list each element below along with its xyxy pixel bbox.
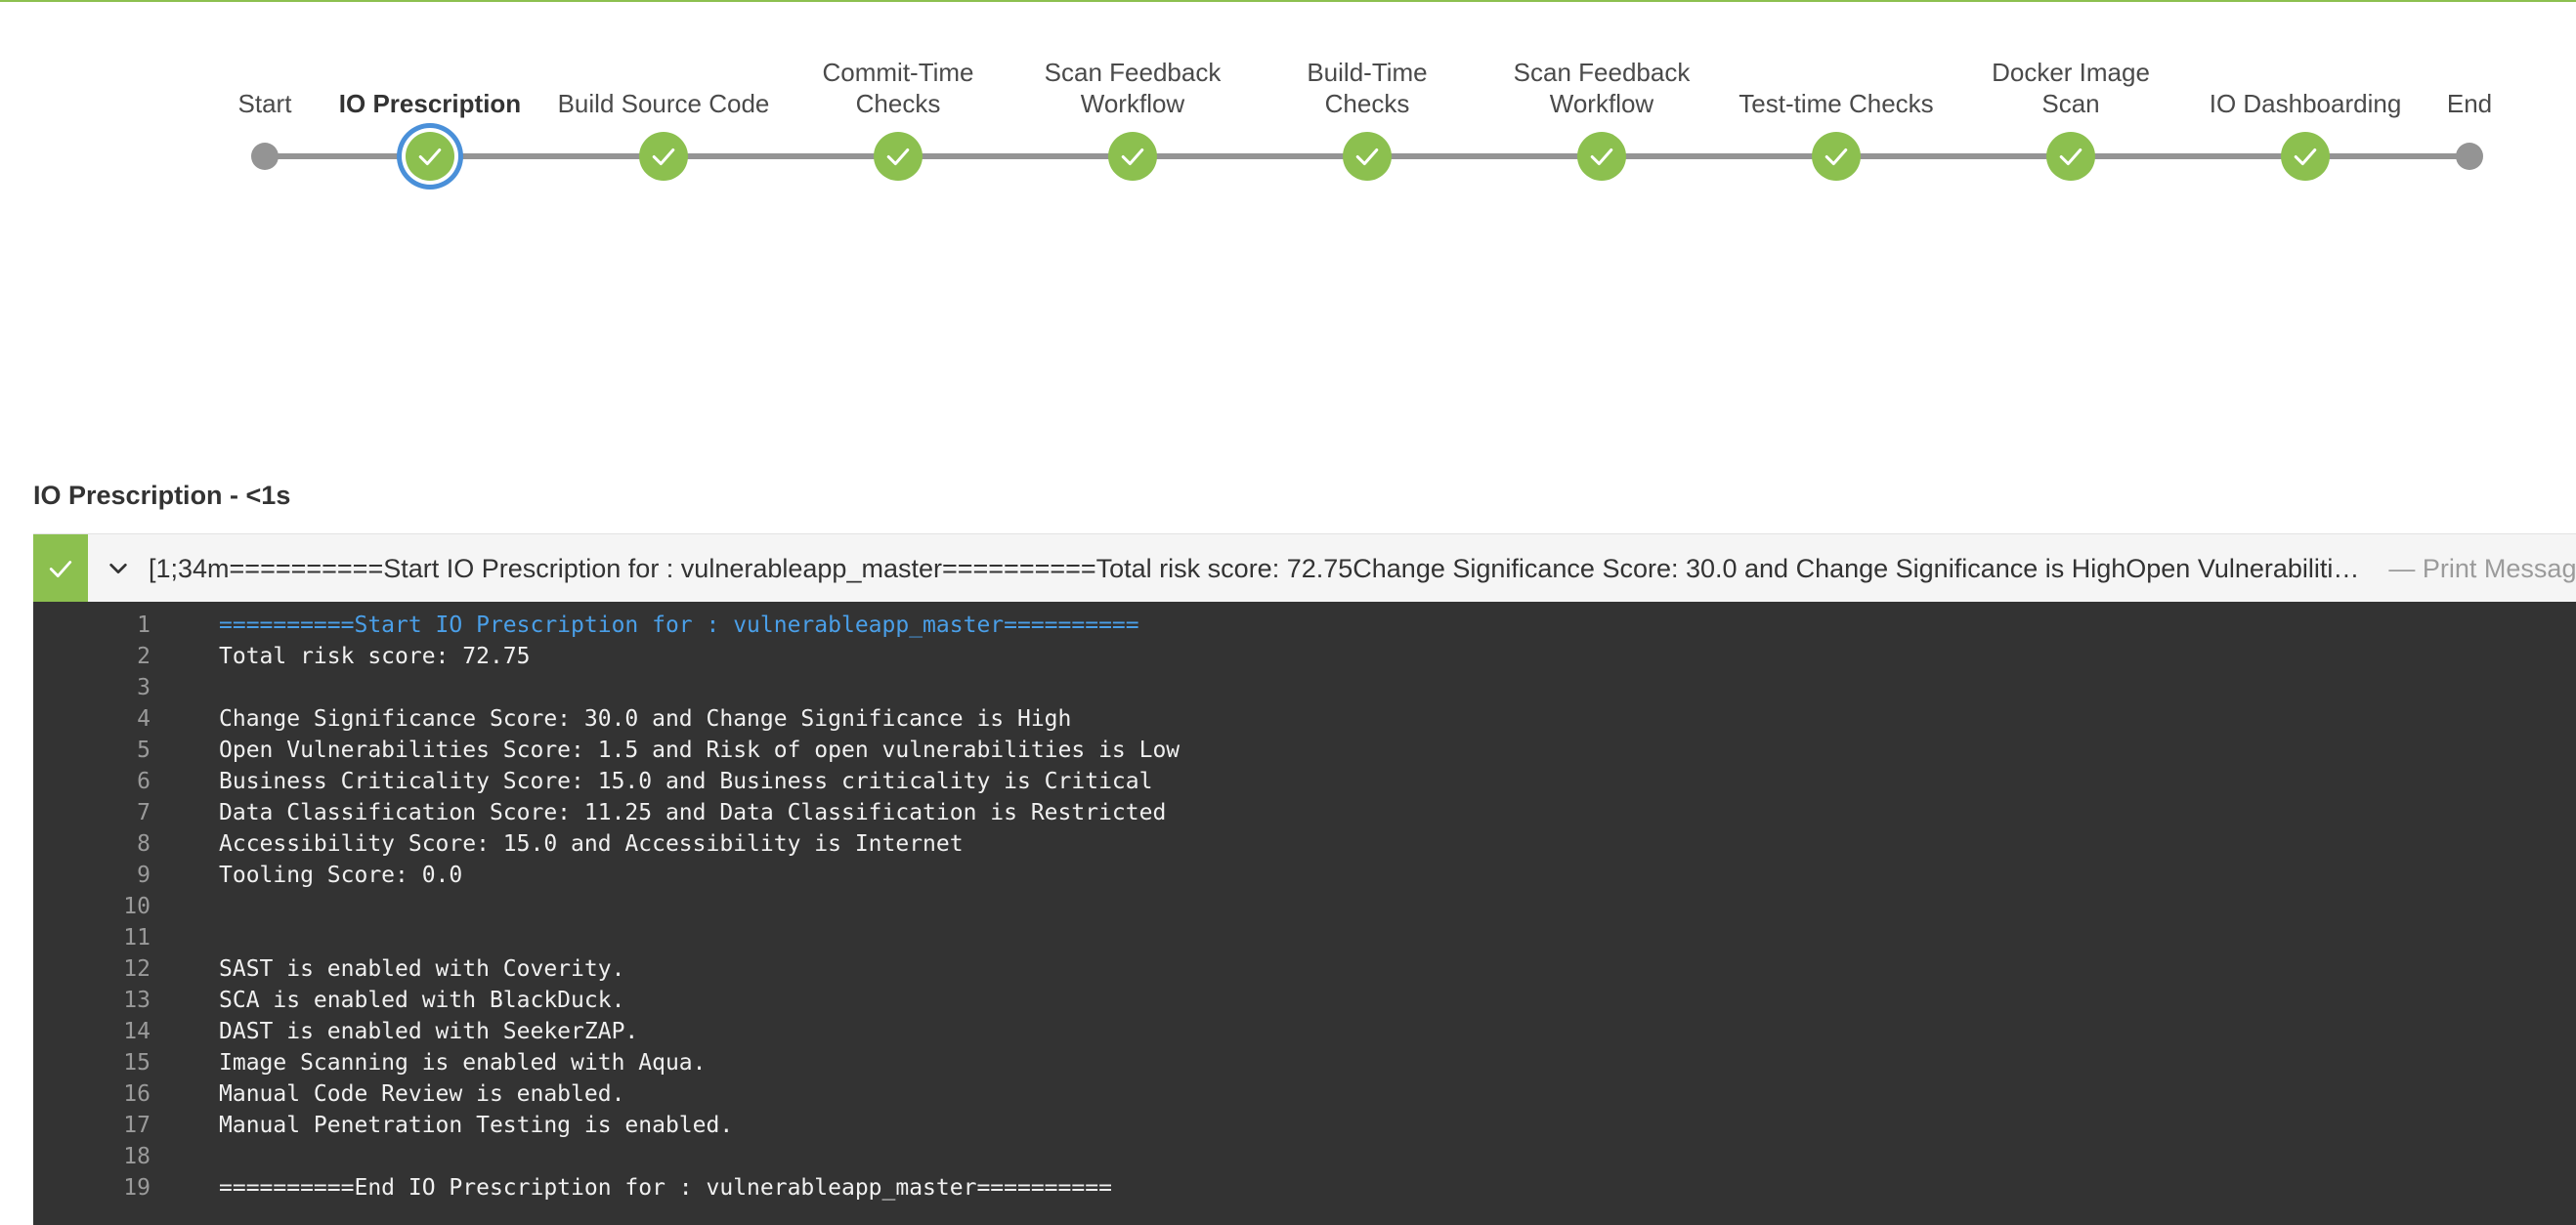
console-line: 17 Manual Penetration Testing is enabled. <box>33 1110 2576 1141</box>
step-log-row[interactable]: [1;34m==========Start IO Prescription fo… <box>33 533 2576 604</box>
step-section-title: IO Prescription - <1s <box>33 481 291 510</box>
console-line: 11 <box>33 922 2576 953</box>
line-number[interactable]: 14 <box>123 1019 150 1044</box>
check-icon <box>1355 148 1379 166</box>
console-line: 10 <box>33 891 2576 922</box>
line-number[interactable]: 17 <box>123 1113 150 1138</box>
console-line: 16 Manual Code Review is enabled. <box>33 1078 2576 1110</box>
stage-success-node[interactable] <box>406 132 454 181</box>
line-number[interactable]: 12 <box>123 956 150 982</box>
console-line: 8 Accessibility Score: 15.0 and Accessibi… <box>33 828 2576 860</box>
check-icon <box>1121 148 1144 166</box>
line-number[interactable]: 3 <box>137 675 150 700</box>
stage-label: IO Prescription <box>338 89 522 118</box>
line-number[interactable]: 13 <box>123 988 150 1013</box>
stage-label: Build Source Code <box>557 89 770 118</box>
line-number[interactable]: 4 <box>137 706 150 732</box>
line-text <box>150 922 219 953</box>
console-line: 14 DAST is enabled with SeekerZAP. <box>33 1016 2576 1047</box>
line-text <box>150 891 219 922</box>
line-number[interactable]: 1 <box>137 612 150 638</box>
stage-success-node[interactable] <box>2046 132 2095 181</box>
check-icon <box>418 148 442 166</box>
stage-label: IO Dashboarding <box>2209 89 2402 118</box>
console-line: 5 Open Vulnerabilities Score: 1.5 and Ris… <box>33 735 2576 766</box>
line-number[interactable]: 16 <box>123 1081 150 1107</box>
check-icon <box>886 148 910 166</box>
check-icon <box>2294 148 2317 166</box>
stage-label: Start <box>237 89 292 118</box>
stage-label: End <box>2446 89 2493 118</box>
stage-label: Test-time Checks <box>1739 89 1934 118</box>
console-line: 15 Image Scanning is enabled with Aqua. <box>33 1047 2576 1078</box>
line-text: Total risk score: 72.75 <box>219 644 531 669</box>
top-accent-line <box>0 0 2576 2</box>
stage-success-node[interactable] <box>1812 132 1861 181</box>
line-text: SAST is enabled with Coverity. <box>219 956 625 982</box>
line-number[interactable]: 6 <box>137 769 150 794</box>
line-number[interactable]: 9 <box>137 863 150 888</box>
line-text <box>150 1141 219 1172</box>
check-icon <box>49 561 72 577</box>
console-line: 12 SAST is enabled with Coverity. <box>33 953 2576 985</box>
start-node[interactable] <box>251 143 279 170</box>
stage-label: Build-Time Checks <box>1307 58 1428 118</box>
stage-label: Docker Image Scan <box>1992 58 2150 118</box>
line-text: ==========End IO Prescription for : vuln… <box>219 1175 1112 1201</box>
console-line: 6 Business Criticality Score: 15.0 and Bu… <box>33 766 2576 797</box>
line-text: Change Significance Score: 30.0 and Chan… <box>219 706 1072 732</box>
chevron-down-icon <box>109 563 127 574</box>
console-output: 1 ==========Start IO Prescription for : v… <box>33 602 2576 1225</box>
stage-success-node[interactable] <box>639 132 688 181</box>
line-number[interactable]: 19 <box>123 1175 150 1201</box>
line-number[interactable]: 5 <box>137 738 150 763</box>
line-text: Open Vulnerabilities Score: 1.5 and Risk… <box>219 738 1181 763</box>
line-text: Manual Penetration Testing is enabled. <box>219 1113 734 1138</box>
line-number[interactable]: 18 <box>123 1144 150 1169</box>
line-number[interactable]: 2 <box>137 644 150 669</box>
line-text: SCA is enabled with BlackDuck. <box>219 988 625 1013</box>
step-status-success <box>33 534 88 603</box>
console-line: 1 ==========Start IO Prescription for : v… <box>33 610 2576 641</box>
line-number[interactable]: 15 <box>123 1050 150 1076</box>
console-line: 9 Tooling Score: 0.0 <box>33 860 2576 891</box>
check-icon <box>1590 148 1613 166</box>
console-line: 4 Change Significance Score: 30.0 and Cha… <box>33 703 2576 735</box>
expand-toggle[interactable] <box>88 534 149 603</box>
check-icon <box>652 148 675 166</box>
stage-label: Commit-Time Checks <box>822 58 974 118</box>
stage-success-node[interactable] <box>1343 132 1392 181</box>
console-line: 7 Data Classification Score: 11.25 and Da… <box>33 797 2576 828</box>
line-text: Image Scanning is enabled with Aqua. <box>219 1050 707 1076</box>
console-line: 13 SCA is enabled with BlackDuck. <box>33 985 2576 1016</box>
stage-label: Scan Feedback Workflow <box>1044 58 1222 118</box>
stage-success-node[interactable] <box>874 132 923 181</box>
console-line: 19 ==========End IO Prescription for : vu… <box>33 1172 2576 1204</box>
end-node[interactable] <box>2456 143 2483 170</box>
check-icon <box>1825 148 1848 166</box>
line-text: Business Criticality Score: 15.0 and Bus… <box>219 769 1153 794</box>
stage-success-node[interactable] <box>2281 132 2330 181</box>
console-line: 2 Total risk score: 72.75 <box>33 641 2576 672</box>
line-text <box>150 672 219 703</box>
line-number[interactable]: 10 <box>123 894 150 919</box>
line-text: Data Classification Score: 11.25 and Dat… <box>219 800 1167 825</box>
line-number[interactable]: 11 <box>123 925 150 950</box>
line-number[interactable]: 8 <box>137 831 150 857</box>
line-text: Tooling Score: 0.0 <box>219 863 463 888</box>
step-log-type: — Print Message <box>2388 553 2576 583</box>
line-text: Manual Code Review is enabled. <box>219 1081 625 1107</box>
stage-label: Scan Feedback Workflow <box>1513 58 1691 118</box>
console-line: 18 <box>33 1141 2576 1172</box>
line-number[interactable]: 7 <box>137 800 150 825</box>
step-log-summary: [1;34m==========Start IO Prescription fo… <box>149 553 2360 583</box>
check-icon <box>2059 148 2082 166</box>
stage-success-node[interactable] <box>1577 132 1626 181</box>
line-text: Accessibility Score: 15.0 and Accessibil… <box>219 831 964 857</box>
line-text: ==========Start IO Prescription for : vu… <box>219 612 1139 638</box>
stage-success-node[interactable] <box>1108 132 1157 181</box>
pipeline-graph: Start IO Prescription Build Source Code Com… <box>0 0 2576 195</box>
console-line: 3 <box>33 672 2576 703</box>
line-text: DAST is enabled with SeekerZAP. <box>219 1019 639 1044</box>
